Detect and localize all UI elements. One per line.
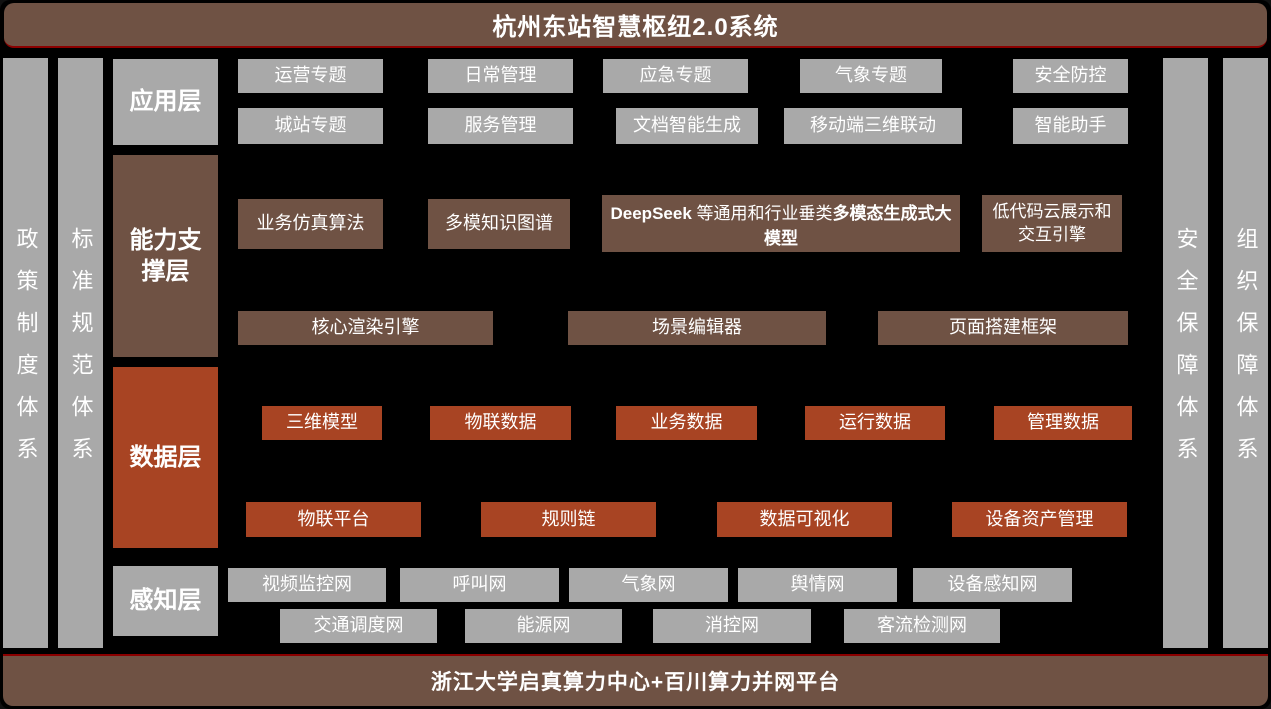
app-box-ai-assistant: 智能助手	[1013, 108, 1128, 144]
app-box-weather-topic: 气象专题	[800, 59, 942, 93]
capability-box-multimodal-knowledge-graph: 多模知识图谱	[428, 199, 570, 249]
capability-box-lowcode-cloud-engine: 低代码云展示和交互引擎	[982, 195, 1122, 252]
data-box-data-visualization: 数据可视化	[717, 502, 892, 537]
app-box-document-ai-generation: 文档智能生成	[616, 108, 758, 144]
deepseek-text-bold2: 多模态生成式大模型	[764, 203, 952, 248]
layer-label-application: 应用层	[113, 59, 218, 145]
app-box-operations-topic: 运营专题	[238, 59, 383, 93]
sidebar-standards-system: 标准规范体系	[58, 58, 103, 648]
perception-box-video-surveillance-net: 视频监控网	[228, 568, 386, 602]
deepseek-text-bold: DeepSeek	[610, 203, 697, 223]
perception-box-public-opinion-net: 舆情网	[738, 568, 897, 602]
sidebar-organization-assurance-system: 组织保障体系	[1223, 58, 1268, 648]
data-box-iot-data: 物联数据	[430, 406, 571, 440]
footer-platform-title: 浙江大学启真算力中心+百川算力并网平台	[3, 654, 1268, 706]
deepseek-text-serif: 等通用和行业垂类	[696, 203, 833, 223]
perception-box-weather-net: 气象网	[569, 568, 728, 602]
perception-box-traffic-dispatch-net: 交通调度网	[280, 609, 437, 643]
sidebar-security-assurance-system: 安全保障体系	[1163, 58, 1208, 648]
capability-box-page-builder-framework: 页面搭建框架	[878, 311, 1128, 345]
data-box-rule-chain: 规则链	[481, 502, 656, 537]
app-box-service-management: 服务管理	[428, 108, 573, 144]
layer-label-data: 数据层	[113, 367, 218, 548]
capability-box-business-simulation-algorithm: 业务仿真算法	[238, 199, 383, 249]
app-box-mobile-3d-linkage: 移动端三维联动	[784, 108, 962, 144]
data-box-operation-data: 运行数据	[805, 406, 945, 440]
app-box-emergency-topic: 应急专题	[603, 59, 748, 93]
capability-box-core-render-engine: 核心渲染引擎	[238, 311, 493, 345]
data-box-3d-model: 三维模型	[262, 406, 382, 440]
perception-box-fire-control-net: 消控网	[653, 609, 811, 643]
data-box-iot-platform: 物联平台	[246, 502, 421, 537]
app-box-daily-management: 日常管理	[428, 59, 573, 93]
data-box-device-asset-management: 设备资产管理	[952, 502, 1127, 537]
app-box-city-station-topic: 城站专题	[238, 108, 383, 144]
layer-label-perception: 感知层	[113, 566, 218, 636]
data-box-management-data: 管理数据	[994, 406, 1132, 440]
capability-box-deepseek-llm: DeepSeek 等通用和行业垂类多模态生成式大模型	[602, 195, 960, 252]
data-box-business-data: 业务数据	[616, 406, 757, 440]
layer-label-capability-support: 能力支撑层	[113, 155, 218, 357]
perception-box-energy-net: 能源网	[465, 609, 622, 643]
page-title: 杭州东站智慧枢纽2.0系统	[4, 3, 1267, 48]
sidebar-policy-system: 政策制度体系	[3, 58, 48, 648]
perception-box-device-sensing-net: 设备感知网	[913, 568, 1072, 602]
app-box-security-control: 安全防控	[1013, 59, 1128, 93]
perception-box-call-net: 呼叫网	[400, 568, 559, 602]
perception-box-passenger-flow-net: 客流检测网	[844, 609, 1000, 643]
capability-box-scene-editor: 场景编辑器	[568, 311, 826, 345]
